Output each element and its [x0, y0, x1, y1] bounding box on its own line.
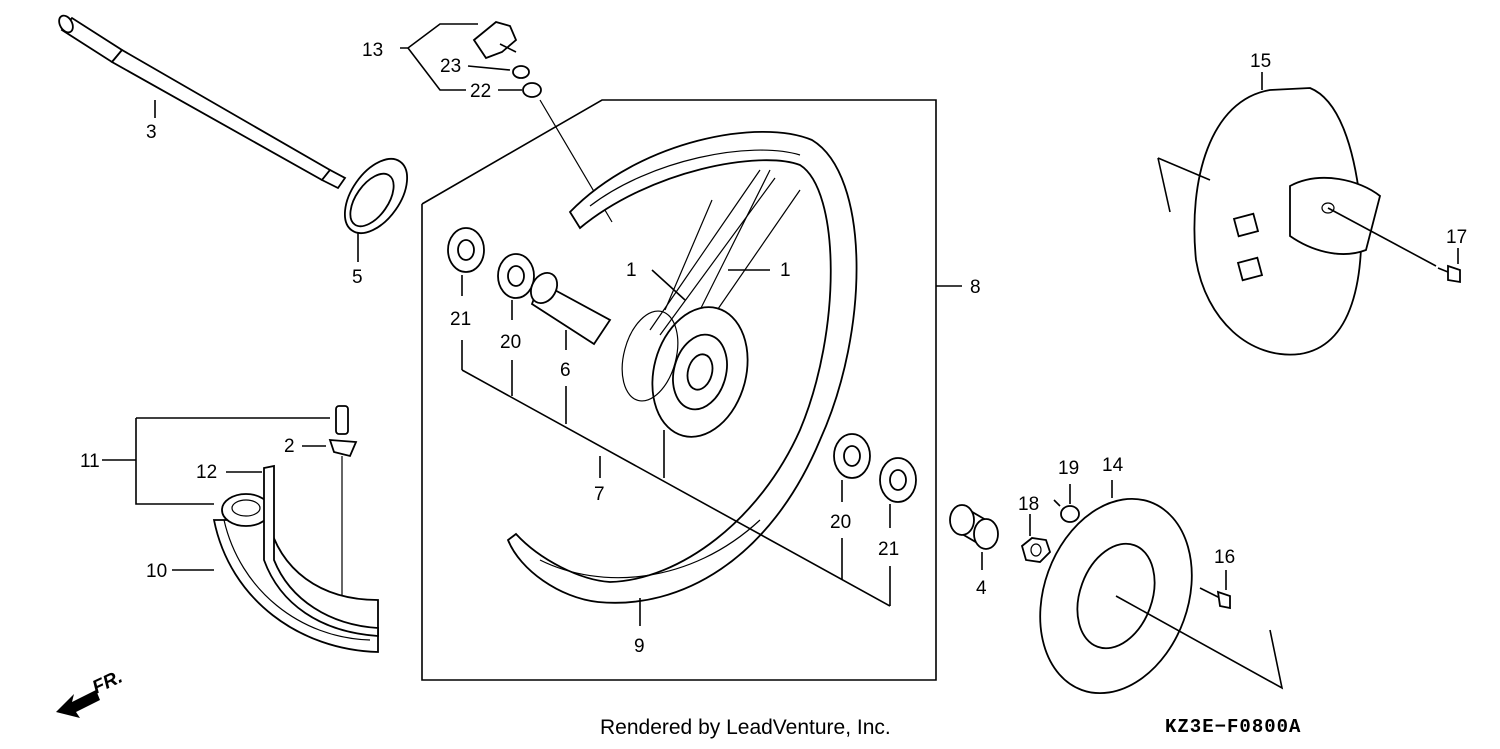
bearing-right-21[interactable] — [879, 457, 917, 503]
callout-6[interactable]: 6 — [560, 360, 571, 381]
callout-20-left[interactable]: 20 — [500, 332, 521, 353]
callout-13[interactable]: 13 — [362, 40, 383, 61]
callout-3[interactable]: 3 — [146, 122, 157, 143]
callout-9[interactable]: 9 — [634, 636, 645, 657]
disc-cover-part[interactable] — [1193, 87, 1382, 356]
callout-16[interactable]: 16 — [1214, 547, 1235, 568]
dust-seal-part[interactable] — [332, 148, 419, 244]
cover-bolt-part[interactable] — [1437, 264, 1461, 284]
callout-21-right[interactable]: 21 — [878, 539, 899, 560]
assembly-outline — [421, 99, 937, 681]
callout-19[interactable]: 19 — [1058, 458, 1079, 479]
callout-22[interactable]: 22 — [470, 81, 491, 102]
callout-4[interactable]: 4 — [976, 578, 987, 599]
callout-18[interactable]: 18 — [1018, 494, 1039, 515]
bearing-left-21[interactable] — [447, 227, 485, 273]
seal-right-20[interactable] — [833, 433, 871, 479]
callout-8[interactable]: 8 — [970, 277, 981, 298]
callout-21-left[interactable]: 21 — [450, 309, 471, 330]
callout-20-right[interactable]: 20 — [830, 512, 851, 533]
callout-17[interactable]: 17 — [1446, 227, 1467, 248]
diagram-code: KZ3E−F0800A — [1165, 716, 1302, 738]
distance-collar-part[interactable] — [526, 268, 612, 346]
credit-text: Rendered by LeadVenture, Inc. — [600, 716, 891, 739]
rim-lock-part[interactable] — [472, 21, 542, 98]
hub-part[interactable] — [613, 296, 762, 447]
seal-left-20[interactable] — [497, 253, 535, 299]
callout-12[interactable]: 12 — [196, 462, 217, 483]
callout-15[interactable]: 15 — [1250, 51, 1271, 72]
spokes-part — [649, 169, 801, 336]
callout-14[interactable]: 14 — [1102, 455, 1124, 476]
callout-5[interactable]: 5 — [352, 267, 363, 288]
disc-bolt-part[interactable] — [1199, 587, 1231, 610]
callout-2[interactable]: 2 — [284, 436, 295, 457]
axle-part[interactable] — [56, 13, 347, 190]
front-direction-arrow-icon — [56, 690, 100, 718]
rim-part[interactable] — [506, 130, 858, 604]
callout-10[interactable]: 10 — [146, 561, 167, 582]
nut-part[interactable] — [1020, 537, 1052, 563]
rim-band-part[interactable] — [263, 464, 379, 637]
callout-1-right[interactable]: 1 — [780, 260, 791, 281]
small-bolt-part[interactable] — [1053, 499, 1080, 523]
callout-7[interactable]: 7 — [594, 484, 605, 505]
callout-1-left[interactable]: 1 — [626, 260, 637, 281]
callout-23[interactable]: 23 — [440, 56, 461, 77]
side-collar-part[interactable] — [949, 504, 999, 550]
valve-part[interactable] — [328, 405, 358, 596]
callout-11[interactable]: 11 — [80, 451, 100, 472]
